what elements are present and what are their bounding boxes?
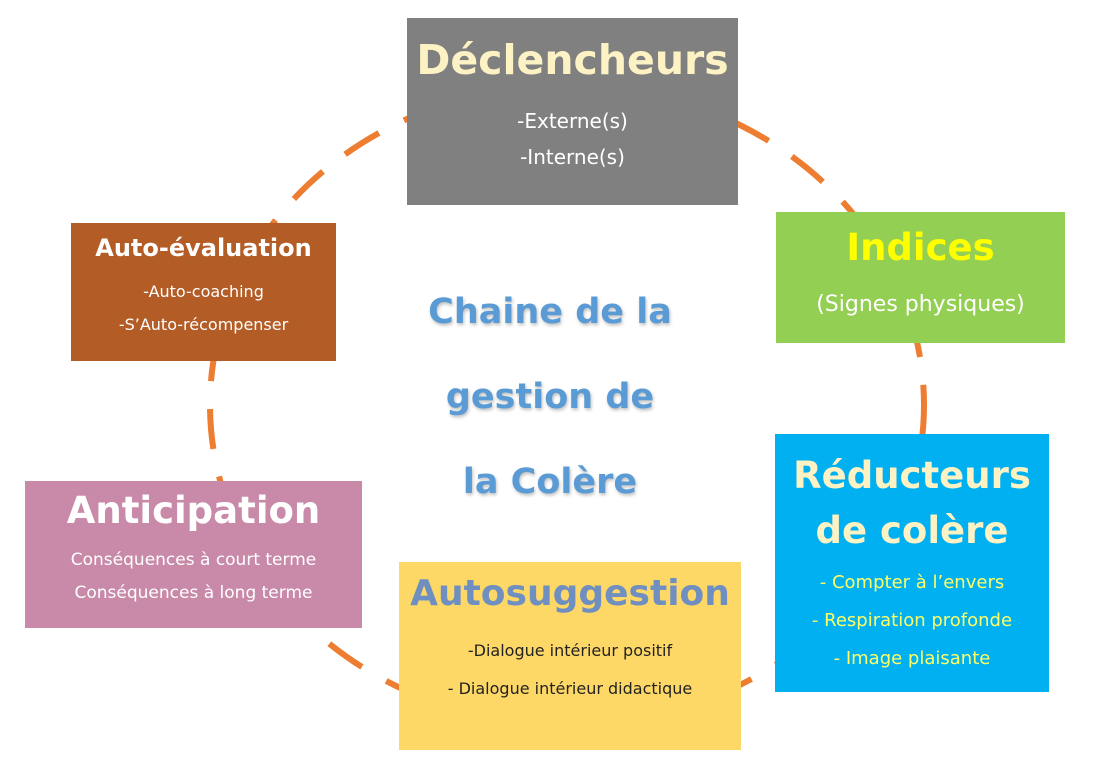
box-anticipation: Anticipation Conséquences à court terme …: [25, 481, 362, 628]
box-line: Conséquences à long terme: [74, 582, 313, 603]
box-title: Auto-évaluation: [95, 234, 312, 262]
box-line: - Image plaisante: [833, 648, 991, 669]
box-line: -Dialogue intérieur positif: [467, 640, 673, 660]
box-line: - Compter à l’envers: [819, 572, 1005, 593]
box-declencheurs: Déclencheurs -Externe(s) -Interne(s): [407, 18, 738, 205]
diagram-title: Chaine de la gestion de la Colère: [400, 270, 700, 525]
box-title: Autosuggestion: [410, 573, 730, 614]
box-line: -Interne(s): [520, 145, 625, 170]
box-line: -Auto-coaching: [143, 282, 264, 302]
diagram-title-line: la Colère: [462, 462, 638, 502]
box-title: Anticipation: [66, 489, 321, 532]
box-title: de colère: [815, 509, 1009, 552]
box-reducteurs: Réducteurs de colère - Compter à l’enver…: [775, 434, 1049, 692]
box-title: Indices: [846, 226, 995, 269]
box-auto-evaluation: Auto-évaluation -Auto-coaching -S’Auto-r…: [71, 223, 336, 361]
diagram-title-line: Chaine de la: [428, 292, 672, 332]
box-line: Conséquences à court terme: [70, 549, 317, 570]
box-title: Déclencheurs: [416, 36, 729, 84]
box-line: (Signes physiques): [816, 291, 1025, 317]
box-line: - Respiration profonde: [811, 610, 1013, 631]
box-line: -Externe(s): [517, 109, 628, 134]
box-autosuggestion: Autosuggestion -Dialogue intérieur posit…: [399, 562, 741, 750]
box-title: Réducteurs: [793, 454, 1031, 497]
box-indices: Indices (Signes physiques): [776, 212, 1065, 343]
box-line: -S’Auto-récompenser: [118, 315, 289, 335]
box-line: - Dialogue intérieur didactique: [447, 678, 693, 698]
diagram-title-line: gestion de: [445, 377, 655, 417]
